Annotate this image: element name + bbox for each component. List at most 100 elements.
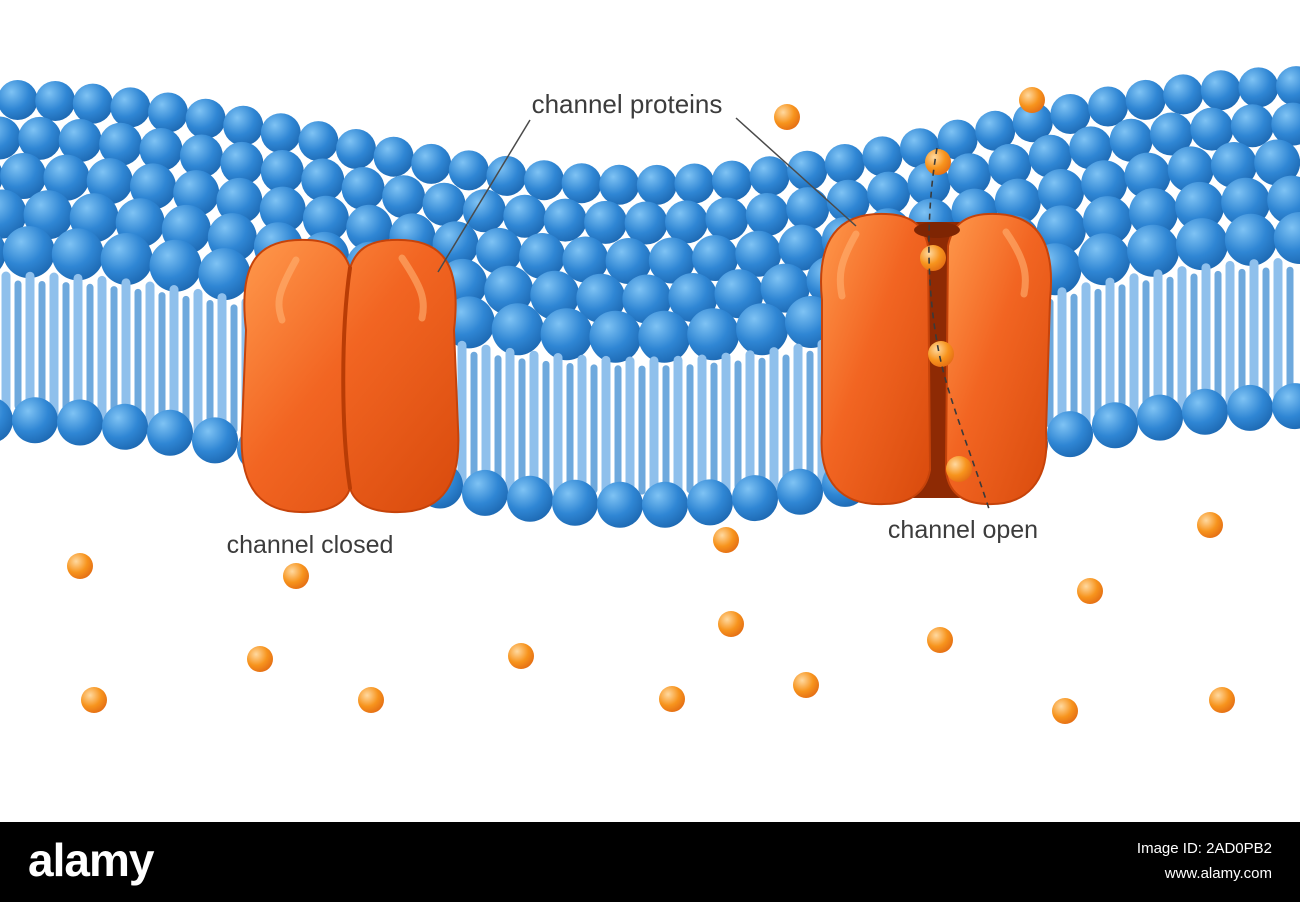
lipid-head [732,475,778,522]
lipid-head [148,92,188,133]
lipid-head [462,189,506,233]
lipid-head [223,105,264,146]
lipid-head [1273,212,1300,264]
molecule [1052,698,1078,724]
lipid-head [149,239,202,292]
lipid-head [712,160,752,201]
lipid-head [1163,74,1204,115]
lipid-head [624,201,668,245]
lipid-head [12,397,58,444]
lipid-head [1036,205,1086,255]
lipid-head [503,194,547,238]
leader-line-to-closed-channel [437,119,531,273]
lipid-head [1088,86,1128,127]
lipid-head [674,163,715,204]
lipid-head [35,81,76,121]
alamy-logo: alamy [28,834,154,886]
lipid-head [599,164,640,205]
lipid-head [51,228,104,281]
molecule [920,245,946,271]
lipid-head [462,469,508,516]
protein-highlight [398,254,427,322]
channel-protein-closed [240,238,460,514]
molecule [283,563,309,589]
label-channel-closed: channel closed [227,531,394,559]
lipid-head [259,186,306,233]
lipid-head [692,235,739,281]
lipid-head [540,308,593,361]
lipid-head [787,150,828,191]
lipid-head [130,163,176,210]
lipid-head [736,303,789,356]
protein-highlight [1002,228,1029,298]
lipid-head [0,116,21,160]
lipid-head [1167,146,1214,193]
lipid-head [2,226,55,279]
molecule [81,687,107,713]
lipid-head [589,310,642,363]
lipid-head [1224,213,1277,266]
lipid-head [735,230,782,277]
lipid-head [260,113,301,154]
lipid-head [519,233,566,279]
molecule [67,553,93,579]
lipid-head [1129,188,1178,238]
lipid-head [786,187,830,231]
lipid-head [1230,104,1274,148]
label-channel-proteins: channel proteins [532,89,723,119]
molecule [774,104,800,130]
lipid-head [110,87,151,128]
lipid-head [491,303,544,356]
annotations [437,117,991,513]
lipid-head [687,479,733,526]
molecule [1197,512,1223,538]
lipid-head [824,144,865,184]
lipid-head [1083,196,1132,246]
lipid-head [341,167,385,210]
lipid-head [638,310,691,363]
channel-protein-closed-seam [341,266,352,490]
lipid-head [1190,107,1234,151]
lipid-head [561,163,602,204]
lipid-head [43,154,90,201]
molecule [793,672,819,698]
lipid-head [1038,169,1084,215]
lipid-head [1272,383,1300,430]
lipid-head [1012,102,1053,143]
lipid-head [994,178,1041,225]
lipid-head [185,98,226,139]
lipid-head [562,236,609,283]
lipid-head [301,158,345,202]
lipid-head [1254,139,1300,186]
lipid-head [198,248,251,301]
lipid-head [1221,177,1271,227]
image-meta: Image ID: 2AD0PB2 www.alamy.com [1137,837,1272,887]
lipid-head [23,190,73,240]
lipid-head [597,481,643,528]
lipid-head [530,270,580,320]
lipid-head [373,136,414,177]
lipid-head [1175,181,1225,231]
lipid-head [1182,388,1228,435]
image-id: Image ID: 2AD0PB2 [1136,840,1272,858]
lipid-head [1276,66,1300,107]
lipid-head [665,200,708,244]
lipid-head [1050,94,1091,134]
molecule [928,341,954,367]
lipid-head [745,193,789,236]
lipid-head [1125,79,1166,120]
lipid-bilayer-membrane [0,66,1300,528]
channel-protein-open-left-lobe [820,212,932,506]
lipid-head [18,116,62,160]
molecule [1019,87,1045,113]
lipid-head [336,129,376,169]
lipid-head [988,143,1032,187]
molecule [718,611,744,637]
molecule [247,646,273,672]
lipid-head [1267,175,1300,225]
lipid-head [552,479,598,526]
lipid-head [298,121,339,162]
lipid-head [947,153,991,197]
lipid-head [0,80,38,120]
